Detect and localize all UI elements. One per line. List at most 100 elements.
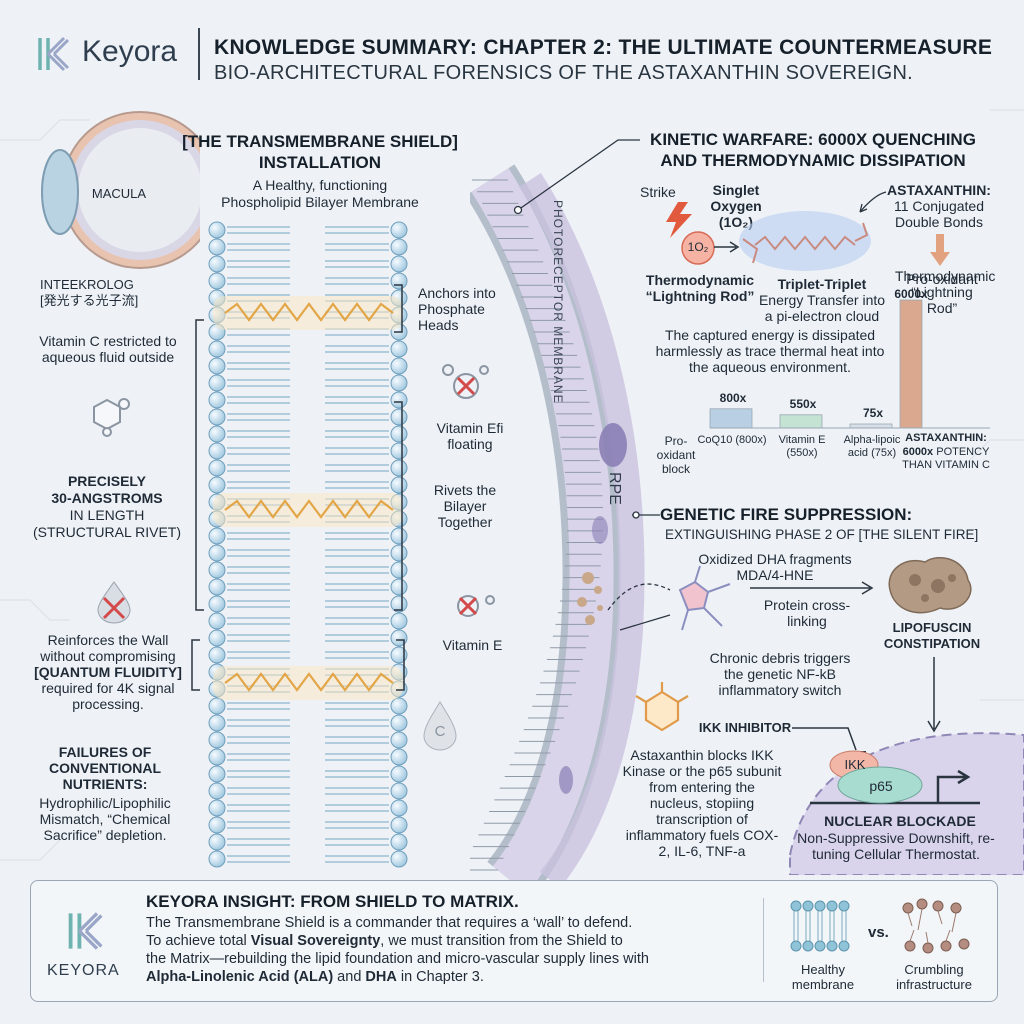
- lightning-strike-icon: [666, 202, 692, 238]
- nuclear-body-text: Non-Suppressive Downshift, re-tuning Cel…: [797, 830, 995, 862]
- lipid-head: [390, 408, 408, 426]
- lipid-tail: [325, 396, 389, 404]
- lipid-head: [208, 527, 226, 545]
- anchors-label: Anchors into Phosphate Heads: [418, 285, 496, 333]
- vitamin-e-floating-label: Vitamin Eﬁ floating: [436, 420, 504, 452]
- lipid-head: [208, 272, 226, 290]
- thermo-label: Thermodynamic “Lightning Rod”: [895, 268, 996, 316]
- astaxanthin-hexagon-icon: [635, 682, 689, 732]
- lipid-tail: [227, 430, 290, 438]
- lipid-head: [390, 340, 408, 358]
- vitamin-c-molecule-icon: [93, 398, 130, 437]
- lipid-head: [390, 391, 408, 409]
- singlet-oxygen-label: Singlet Oxygen (1O₂): [710, 182, 762, 230]
- crumbling-infrastructure-label: Crumbling infrastructure: [896, 962, 972, 992]
- healthy-membrane-icon: [790, 900, 850, 952]
- o2-label: 1O₂: [687, 240, 709, 254]
- lipid-tail: [227, 838, 290, 846]
- kinetic-pointer-line: [513, 139, 640, 215]
- vitamin-c-note: Vitamin C restricted to aqueous fluid ou…: [39, 333, 177, 365]
- lipid-tail: [325, 447, 389, 455]
- lipid-head: [208, 833, 226, 851]
- lipid-head: [390, 238, 408, 256]
- lipid-tail: [227, 277, 290, 285]
- lipid-tail: [227, 226, 290, 234]
- lipid-tail: [227, 753, 290, 761]
- lipid-head: [208, 782, 226, 800]
- lipid-head: [390, 816, 408, 834]
- lipid-tail: [325, 600, 389, 608]
- lipid-tail: [325, 413, 389, 421]
- nucleus-diagram: [789, 732, 1024, 875]
- header-divider: [198, 28, 200, 80]
- lipid-tail: [325, 617, 389, 625]
- lipid-tail: [227, 736, 290, 744]
- membrane-subtitle-1: A Healthy, functioning: [252, 177, 388, 193]
- astaxanthin-blocks-text: Astaxanthin blocks IKK Kinase or the p65…: [622, 747, 782, 859]
- lipid-head: [390, 748, 408, 766]
- precisely-line-1: PRECISELY: [67, 473, 147, 489]
- potency-line-1: ASTAXANTHIN:: [905, 432, 987, 444]
- lipid-head: [208, 391, 226, 409]
- vitamin-e-label: Vitamin E: [442, 637, 503, 653]
- potency-bar: [709, 408, 753, 429]
- lipid-head: [208, 629, 226, 647]
- bar-value-label: 800x: [719, 390, 747, 405]
- lipid-head: [208, 714, 226, 732]
- lipid-tail: [227, 566, 290, 574]
- lipid-tail: [325, 719, 389, 727]
- pro-oxidant-block-label: Pro-oxidant block: [656, 434, 696, 476]
- membrane-title-1: [THE TRANSMEMBRANE SHIELD]: [182, 132, 458, 151]
- bar-value-label: 6000x: [894, 287, 928, 301]
- potency-bar: [779, 414, 823, 429]
- lipid-head: [208, 459, 226, 477]
- lipid-head: [208, 238, 226, 256]
- lipid-tail: [227, 464, 290, 472]
- membrane-title-2: INSTALLATION: [258, 153, 382, 172]
- lipid-head: [390, 357, 408, 375]
- lipid-head: [208, 408, 226, 426]
- astaxanthin-label: ASTAXANTHIN:: [887, 182, 991, 198]
- ala-label: Alpha-Linolenic Acid (ALA): [146, 969, 334, 985]
- lipid-tail: [325, 821, 389, 829]
- keyora-logo-icon: [38, 36, 70, 72]
- lipid-tail: [227, 481, 290, 489]
- vitamin-e-floating-icon: [442, 364, 489, 399]
- healthy-membrane-label: Healthy membrane: [791, 962, 855, 992]
- lipid-head: [208, 595, 226, 613]
- chronic-debris-label: Chronic debris triggers the genetic NF-k…: [709, 650, 851, 698]
- photoreceptor-rpe-arc: [470, 164, 645, 880]
- lipid-tail: [227, 413, 290, 421]
- insight-line-2c: , we must transition from the Shield to: [380, 933, 623, 949]
- visual-sovereignty: Visual Sovereignty: [250, 933, 381, 949]
- lipid-tail: [227, 634, 290, 642]
- pro-oxidant-label: Pro-oxidant: [906, 271, 978, 287]
- logo-text: Keyora: [82, 35, 178, 68]
- lipid-head: [390, 629, 408, 647]
- quantum-fluidity-label: [QUANTUM FLUIDITY]: [34, 664, 182, 680]
- membrane-subtitle-2: Phospholipid Bilayer Membrane: [221, 194, 419, 210]
- down-arrow-icon: [930, 234, 950, 266]
- bar-value-label: 550x: [789, 396, 817, 411]
- insight-line-1: The Transmembrane Shield is a commander …: [146, 915, 633, 931]
- lipid-tail: [227, 549, 290, 557]
- crumbling-infrastructure-icon: [902, 898, 970, 954]
- lipid-tail: [325, 243, 389, 251]
- potency-line-2: 6000x POTENCY THAN VITAMIN C: [896, 446, 996, 472]
- lipid-tail: [227, 855, 290, 863]
- lipid-tail: [227, 345, 290, 353]
- rpe-label: RPE: [606, 472, 623, 505]
- lipid-tail: [227, 260, 290, 268]
- lipid-tail: [325, 583, 389, 591]
- lipid-head: [390, 799, 408, 817]
- dha-fragments-diagram: [607, 565, 874, 631]
- lipid-head: [208, 561, 226, 579]
- lipid-head: [208, 340, 226, 358]
- lipid-tail: [227, 804, 290, 812]
- lipid-tail: [227, 583, 290, 591]
- ikk-label: IKK: [844, 757, 866, 772]
- lipid-head: [390, 442, 408, 460]
- lipid-head: [390, 425, 408, 443]
- lipid-head: [208, 442, 226, 460]
